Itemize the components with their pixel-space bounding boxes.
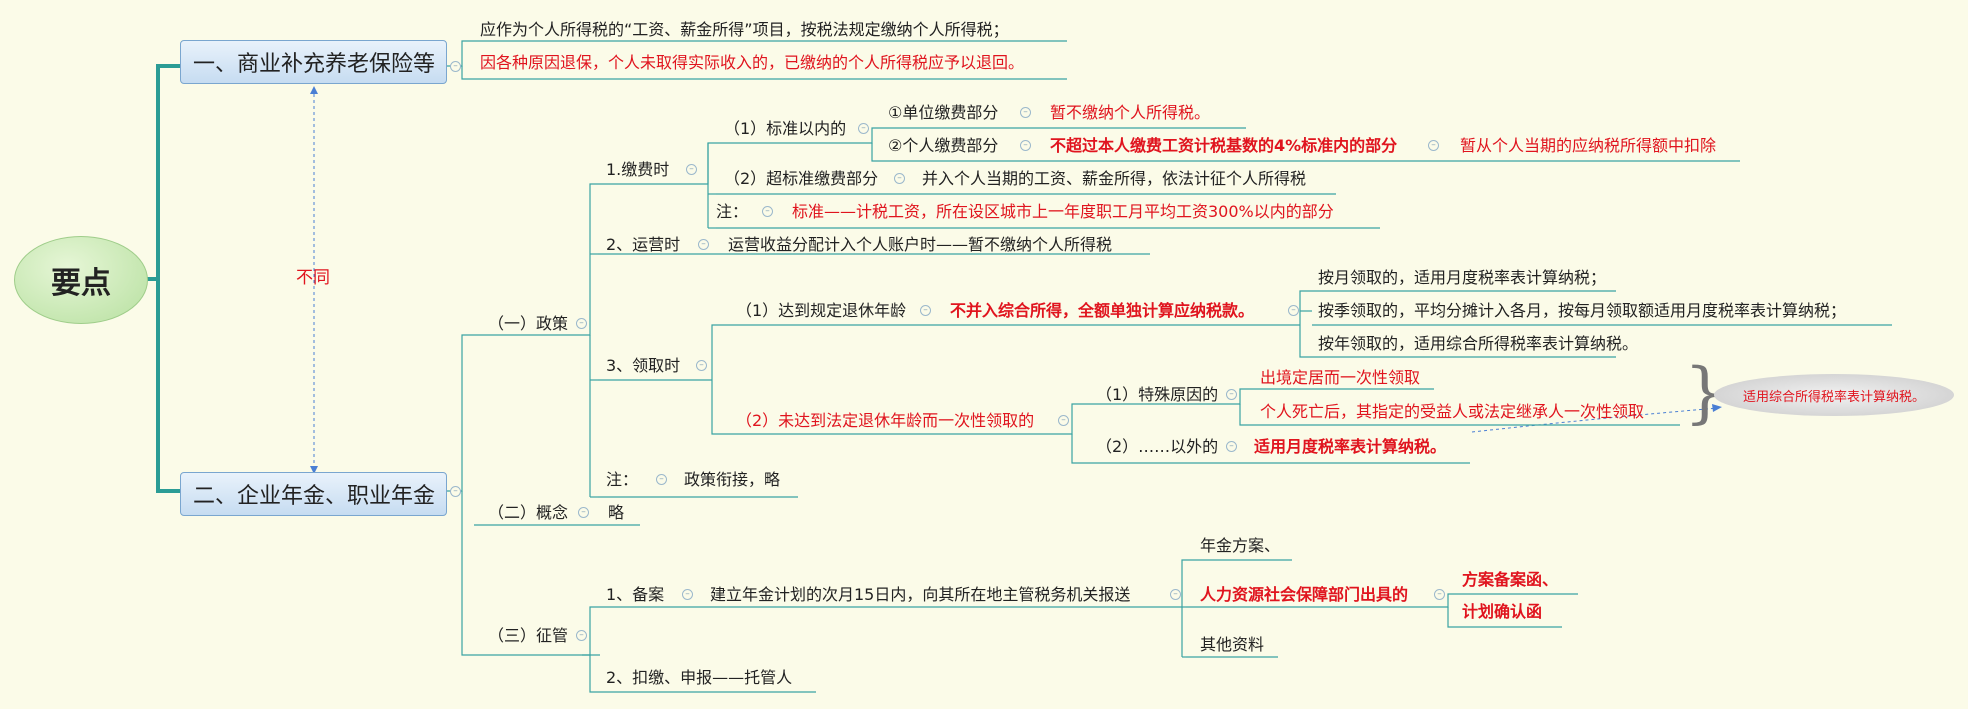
collapse-toggle-icon[interactable]: –: [698, 239, 709, 250]
root-node[interactable]: 要点: [14, 236, 148, 324]
node-concept[interactable]: （二）概念: [488, 503, 569, 522]
node-personal-condition[interactable]: 不超过本人缴费工资计税基数的4%标准内的部分: [1050, 136, 1398, 155]
node-yearly[interactable]: 按年领取的，适用综合所得税率表计算纳税。: [1318, 334, 1639, 353]
collapse-toggle-icon[interactable]: –: [1020, 107, 1031, 118]
relation-label: 不同: [296, 268, 330, 288]
collapse-toggle-icon[interactable]: –: [450, 486, 461, 497]
node-personal-payment[interactable]: ②个人缴费部分: [888, 136, 999, 155]
node-retire[interactable]: （1）达到规定退休年龄: [736, 301, 907, 320]
collapse-toggle-icon[interactable]: –: [894, 173, 905, 184]
collapse-toggle-icon[interactable]: –: [682, 589, 693, 600]
node-over-standard[interactable]: （2）超标准缴费部分: [724, 169, 879, 188]
node-pay[interactable]: 1.缴费时: [606, 160, 670, 179]
node-within-standard[interactable]: （1）标准以内的: [724, 119, 847, 138]
collapse-toggle-icon[interactable]: –: [1170, 589, 1181, 600]
node-receive[interactable]: 3、领取时: [606, 356, 681, 375]
node-policy[interactable]: （一）政策: [488, 314, 569, 333]
node-b1-line1[interactable]: 应作为个人所得税的“工资、薪金所得”项目，按税法规定缴纳个人所得税；: [480, 20, 1009, 39]
node-pay-note-label[interactable]: 注：: [716, 202, 749, 221]
node-doc-confirm-letter[interactable]: 计划确认函: [1462, 602, 1543, 621]
collapse-toggle-icon[interactable]: –: [578, 507, 589, 518]
node-operate-note[interactable]: 运营收益分配计入个人账户时——暂不缴纳个人所得税: [728, 235, 1113, 254]
collapse-toggle-icon[interactable]: –: [686, 164, 697, 175]
node-bubble-comprehensive[interactable]: 适用综合所得税率表计算纳税。: [1714, 374, 1954, 416]
node-withhold[interactable]: 2、扣缴、申报——托管人: [606, 668, 793, 687]
collapse-toggle-icon[interactable]: –: [576, 630, 587, 641]
node-emigrate[interactable]: 出境定居而一次性领取: [1260, 368, 1421, 387]
collapse-toggle-icon[interactable]: –: [1058, 415, 1069, 426]
node-personal-note[interactable]: 暂从个人当期的应纳税所得额中扣除: [1460, 136, 1717, 155]
collapse-toggle-icon[interactable]: –: [450, 61, 461, 72]
node-lump-sum[interactable]: （2）未达到法定退休年龄而一次性领取的: [736, 411, 1035, 430]
collapse-toggle-icon[interactable]: –: [696, 360, 707, 371]
node-doc-filing-letter[interactable]: 方案备案函、: [1462, 570, 1559, 589]
node-death[interactable]: 个人死亡后，其指定的受益人或法定继承人一次性领取: [1260, 402, 1645, 421]
collapse-toggle-icon[interactable]: –: [762, 206, 773, 217]
node-retire-note[interactable]: 不并入综合所得，全额单独计算应纳税款。: [950, 301, 1255, 320]
node-monthly[interactable]: 按月领取的，适用月度税率表计算纳税；: [1318, 268, 1607, 287]
node-file-note[interactable]: 建立年金计划的次月15日内，向其所在地主管税务机关报送: [710, 585, 1131, 604]
node-unit-payment-note[interactable]: 暂不缴纳个人所得税。: [1050, 103, 1211, 122]
node-b1-line2[interactable]: 因各种原因退保，个人未取得实际收入的，已缴纳的个人所得税应予以退回。: [480, 53, 1025, 72]
node-collect[interactable]: （三）征管: [488, 626, 569, 645]
node-quarterly[interactable]: 按季领取的，平均分摊计入各月，按每月领取额适用月度税率表计算纳税；: [1318, 301, 1847, 320]
node-doc-plan[interactable]: 年金方案、: [1200, 536, 1281, 555]
node-operate[interactable]: 2、运营时: [606, 235, 681, 254]
collapse-toggle-icon[interactable]: –: [1428, 140, 1439, 151]
branch-enterprise-annuity[interactable]: 二、企业年金、职业年金: [180, 472, 447, 516]
node-doc-hr[interactable]: 人力资源社会保障部门出具的: [1200, 585, 1409, 604]
collapse-toggle-icon[interactable]: –: [1226, 389, 1237, 400]
node-concept-note[interactable]: 略: [608, 503, 625, 522]
node-over-standard-note[interactable]: 并入个人当期的工资、薪金所得，依法计征个人所得税: [922, 169, 1307, 188]
node-doc-other[interactable]: 其他资料: [1200, 635, 1265, 654]
collapse-toggle-icon[interactable]: –: [1020, 140, 1031, 151]
collapse-toggle-icon[interactable]: –: [1288, 305, 1299, 316]
branch-commercial-insurance[interactable]: 一、商业补充养老保险等: [180, 40, 447, 84]
node-policy-note[interactable]: 政策衔接，略: [684, 470, 781, 489]
node-unit-payment[interactable]: ①单位缴费部分: [888, 103, 999, 122]
collapse-toggle-icon[interactable]: –: [920, 305, 931, 316]
node-other[interactable]: （2）……以外的: [1096, 437, 1219, 456]
collapse-toggle-icon[interactable]: –: [576, 318, 587, 329]
collapse-toggle-icon[interactable]: –: [1434, 589, 1445, 600]
collapse-toggle-icon[interactable]: –: [1226, 441, 1237, 452]
node-policy-note-label[interactable]: 注：: [606, 470, 639, 489]
collapse-toggle-icon[interactable]: –: [656, 474, 667, 485]
node-pay-note[interactable]: 标准——计税工资，所在设区城市上一年度职工月平均工资300%以内的部分: [792, 202, 1334, 221]
node-special[interactable]: （1）特殊原因的: [1096, 385, 1219, 404]
node-other-note[interactable]: 适用月度税率表计算纳税。: [1254, 437, 1447, 456]
collapse-toggle-icon[interactable]: –: [858, 123, 869, 134]
node-file[interactable]: 1、备案: [606, 585, 665, 604]
